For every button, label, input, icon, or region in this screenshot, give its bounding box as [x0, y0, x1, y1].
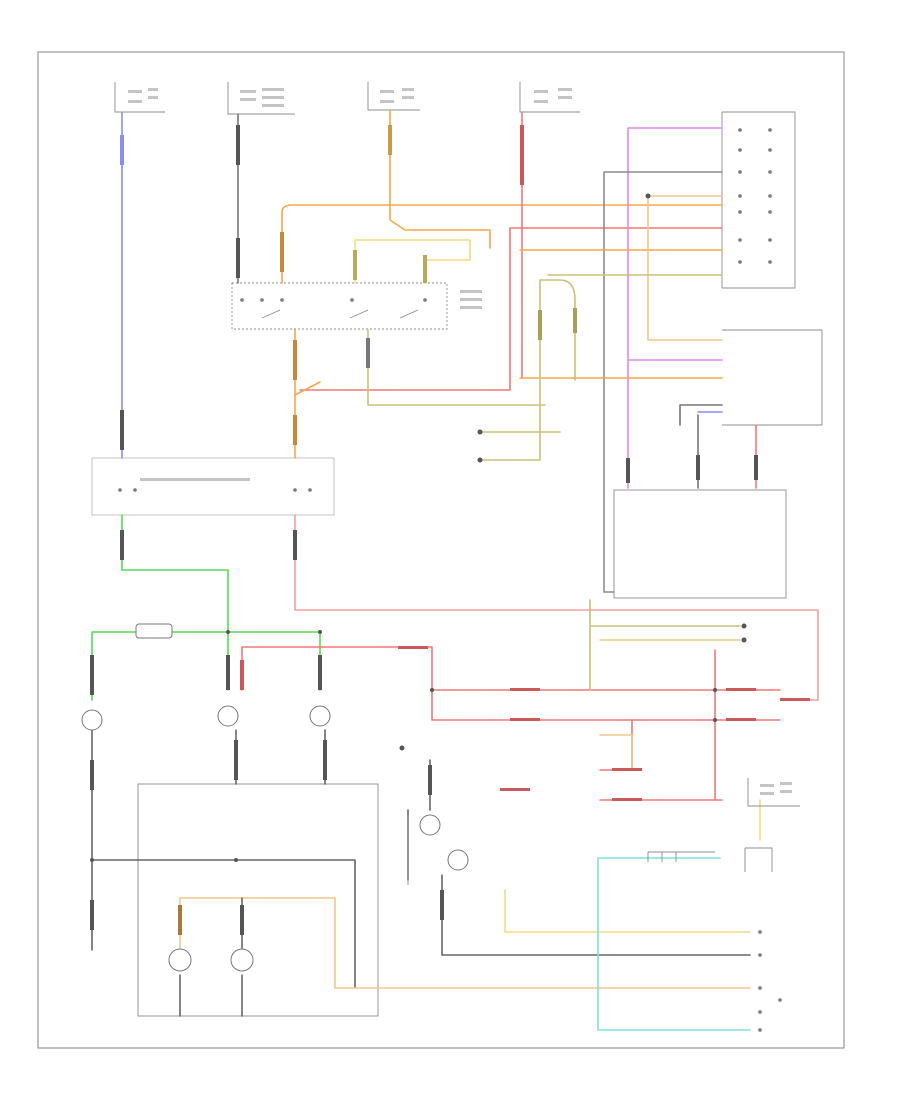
- power-source-4: [519, 82, 580, 113]
- wire-orange-top: [281, 204, 723, 284]
- resistor: [135, 623, 173, 639]
- power-source-2: [227, 82, 295, 115]
- wire-orange-source3: [389, 109, 491, 249]
- lamps: [81, 705, 469, 972]
- diagram-frame: [37, 51, 845, 1049]
- wire-yellow-bottom: [504, 799, 761, 933]
- wire-red-source4: [299, 111, 723, 391]
- wire-module-dark: [679, 404, 723, 489]
- wire-cyan: [597, 857, 751, 1031]
- wire-green: [91, 514, 321, 701]
- lower-right-module: [613, 489, 787, 599]
- wire-pink-long: [294, 514, 819, 701]
- connector-block-top-right: [722, 111, 796, 289]
- power-source-3: [367, 82, 420, 111]
- control-unit: [91, 457, 335, 516]
- power-source-1: [114, 82, 165, 113]
- wire-yellow-lower: [179, 897, 751, 989]
- wire-gray-right: [603, 171, 723, 593]
- control-module-box: [722, 329, 823, 426]
- relay-contacts: [118, 298, 427, 492]
- wire-tan-1: [647, 195, 723, 341]
- wire-red-right: [599, 649, 723, 801]
- wire-yellow-top: [354, 239, 471, 284]
- wire-olive-2: [479, 274, 723, 433]
- wire-magenta: [627, 127, 723, 489]
- wire-dark-lamps: [91, 729, 356, 989]
- wire-olive-right: [589, 599, 741, 691]
- lamp-enclosure: [137, 783, 379, 1017]
- terminal-dots: [90, 193, 747, 862]
- wire-orange-2: [519, 249, 723, 379]
- wire-tan-right: [599, 639, 741, 771]
- wire-orange-relay-branch: [294, 381, 321, 396]
- connector-pins: [738, 128, 782, 1032]
- relay-small: [647, 847, 773, 872]
- connector-marks: [90, 125, 810, 935]
- relay-box: [231, 282, 448, 330]
- power-source-5: [747, 778, 800, 807]
